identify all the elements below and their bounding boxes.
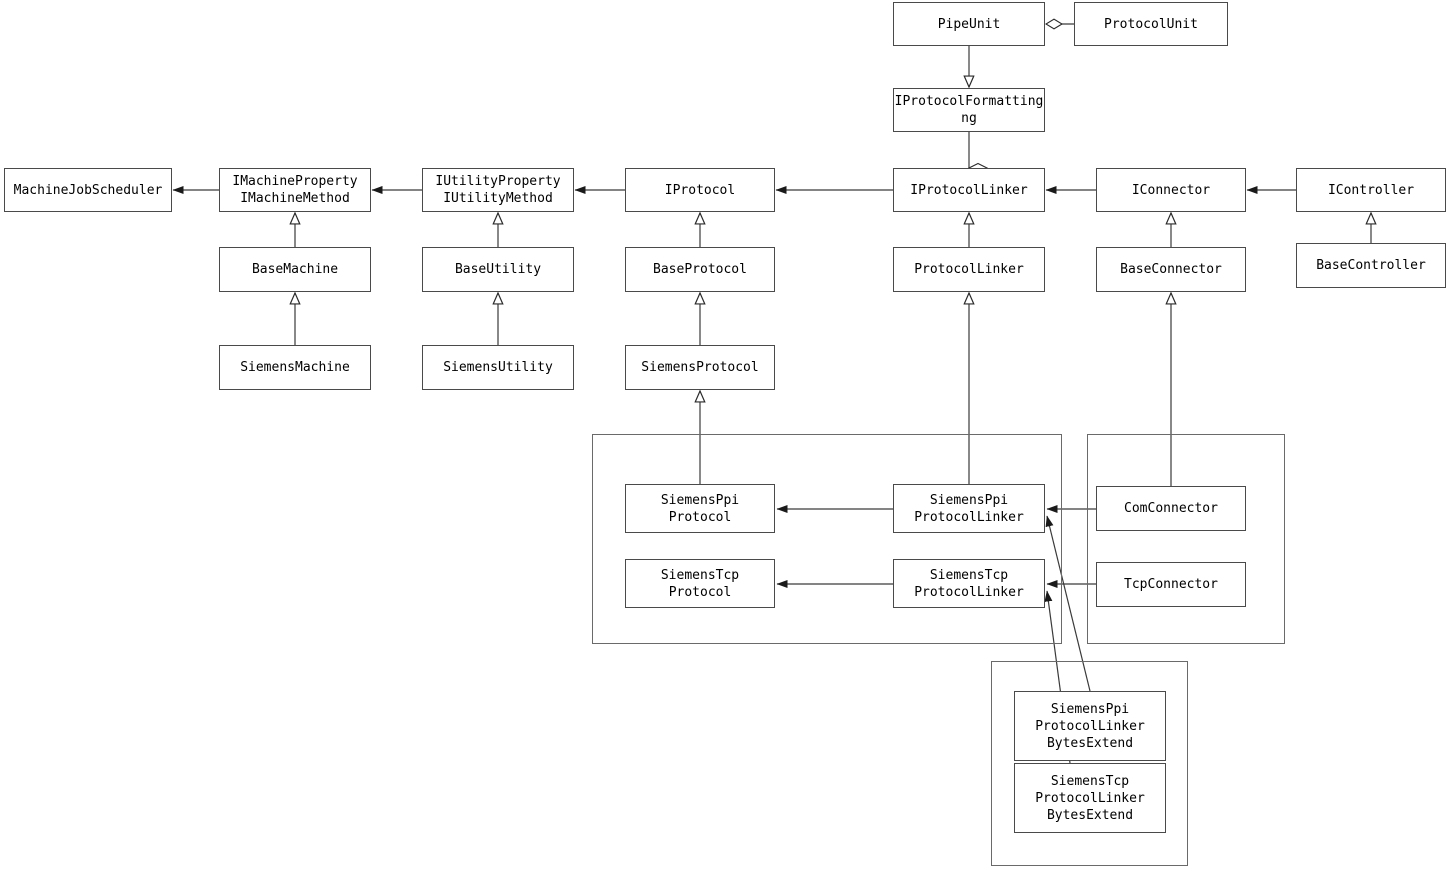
- node-iprotocol[interactable]: IProtocol: [625, 168, 775, 212]
- node-siemensppiprotocollinkerbytesextend[interactable]: SiemensPpi ProtocolLinker BytesExtend: [1014, 691, 1166, 761]
- node-protocollinker[interactable]: ProtocolLinker: [893, 247, 1045, 292]
- node-tcpconnector[interactable]: TcpConnector: [1096, 562, 1246, 607]
- node-imachineproperty-imachinemethod[interactable]: IMachineProperty IMachineMethod: [219, 168, 371, 212]
- node-basecontroller[interactable]: BaseController: [1296, 243, 1446, 288]
- node-siemensprotocol[interactable]: SiemensProtocol: [625, 345, 775, 390]
- node-pipeunit[interactable]: PipeUnit: [893, 2, 1045, 46]
- node-siemenstcpprotocollinker[interactable]: SiemensTcp ProtocolLinker: [893, 559, 1045, 608]
- node-baseconnector[interactable]: BaseConnector: [1096, 247, 1246, 292]
- node-siemenstcpprotocol[interactable]: SiemensTcp Protocol: [625, 559, 775, 608]
- node-baseutility[interactable]: BaseUtility: [422, 247, 574, 292]
- node-icontroller[interactable]: IController: [1296, 168, 1446, 212]
- node-iconnector[interactable]: IConnector: [1096, 168, 1246, 212]
- node-siemensppiprotocollinker[interactable]: SiemensPpi ProtocolLinker: [893, 484, 1045, 533]
- group-connector-impl: [1087, 434, 1285, 644]
- node-iprotocolformatting[interactable]: IProtocolFormatting ng: [893, 88, 1045, 132]
- node-basemachine[interactable]: BaseMachine: [219, 247, 371, 292]
- node-siemensmachine[interactable]: SiemensMachine: [219, 345, 371, 390]
- group-protocol-impl: [592, 434, 1062, 644]
- node-iprotocollinker[interactable]: IProtocolLinker: [893, 168, 1045, 212]
- node-siemensppiprotocol[interactable]: SiemensPpi Protocol: [625, 484, 775, 533]
- node-iutilityproperty-iutilitymethod[interactable]: IUtilityProperty IUtilityMethod: [422, 168, 574, 212]
- node-siemensutility[interactable]: SiemensUtility: [422, 345, 574, 390]
- node-siemenstcpprotocollinkerbytesextend[interactable]: SiemensTcp ProtocolLinker BytesExtend: [1014, 763, 1166, 833]
- node-machinejobscheduler[interactable]: MachineJobScheduler: [4, 168, 172, 212]
- node-baseprotocol[interactable]: BaseProtocol: [625, 247, 775, 292]
- node-comconnector[interactable]: ComConnector: [1096, 486, 1246, 531]
- node-protocolunit[interactable]: ProtocolUnit: [1074, 2, 1228, 46]
